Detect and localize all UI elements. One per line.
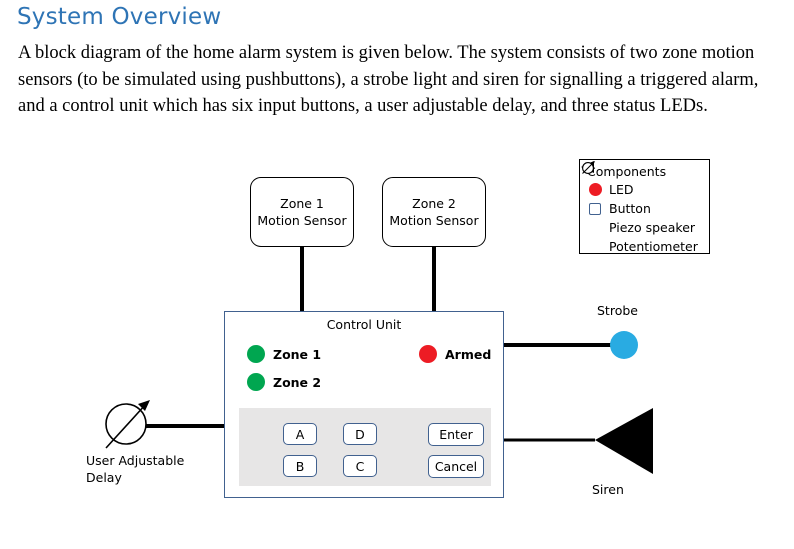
- keypad-button-a[interactable]: A: [283, 423, 317, 445]
- zone-2-sensor-line2: Motion Sensor: [389, 213, 479, 228]
- user-adjustable-delay-label-line1: User Adjustable: [86, 453, 185, 468]
- button-icon: [587, 201, 603, 217]
- legend-item-potentiometer: Potentiometer: [582, 161, 709, 256]
- legend-item-led: LED: [587, 180, 709, 199]
- keypad-button-enter[interactable]: Enter: [428, 423, 484, 446]
- zone-1-sensor-line2: Motion Sensor: [257, 213, 347, 228]
- status-led-armed: Armed: [419, 345, 491, 363]
- keypad-button-b[interactable]: B: [283, 455, 317, 477]
- zone-2-led-icon: [247, 373, 265, 391]
- keypad-panel: A B D C Enter Cancel: [239, 408, 491, 486]
- strobe-label: Strobe: [597, 303, 638, 318]
- legend-item-potentiometer-label: Potentiometer: [609, 239, 698, 254]
- legend-item-piezo-speaker: Piezo speaker: [581, 161, 709, 237]
- user-adjustable-delay-label: User Adjustable Delay: [86, 452, 206, 486]
- legend-item-piezo-speaker-label: Piezo speaker: [609, 220, 696, 235]
- zone-1-motion-sensor-box: Zone 1 Motion Sensor: [250, 177, 354, 247]
- zone-1-sensor-line1: Zone 1: [280, 196, 324, 211]
- page-title: System Overview: [17, 4, 222, 30]
- legend-title: Components: [587, 164, 667, 179]
- control-unit-box: Control Unit Zone 1 Zone 2 Armed A B D C…: [224, 311, 504, 498]
- zone-2-sensor-line1: Zone 2: [412, 196, 456, 211]
- zone-1-led-icon: [247, 345, 265, 363]
- potentiometer-icon: [582, 161, 603, 255]
- status-led-zone-2: Zone 2: [247, 373, 321, 391]
- components-legend: Components LED Button Piezo speaker: [579, 159, 710, 254]
- keypad-button-c[interactable]: C: [343, 455, 377, 477]
- strobe-led-icon: [610, 331, 638, 359]
- zone-2-motion-sensor-box: Zone 2 Motion Sensor: [382, 177, 486, 247]
- legend-item-led-label: LED: [609, 182, 634, 197]
- legend-item-button: Button: [587, 199, 709, 218]
- siren-label: Siren: [592, 482, 624, 497]
- keypad-button-cancel[interactable]: Cancel: [428, 455, 484, 478]
- legend-item-button-label: Button: [609, 201, 651, 216]
- siren-piezo-speaker-icon: [595, 408, 653, 474]
- zone-1-led-label: Zone 1: [273, 346, 322, 362]
- zone-2-led-label: Zone 2: [273, 374, 322, 390]
- overview-paragraph: A block diagram of the home alarm system…: [18, 43, 759, 116]
- potentiometer-icon: [105, 400, 150, 449]
- led-icon: [587, 182, 603, 198]
- armed-led-label: Armed: [445, 346, 492, 362]
- user-adjustable-delay-label-line2: Delay: [86, 470, 122, 485]
- piezo-speaker-icon: [581, 161, 603, 236]
- armed-led-icon: [419, 345, 437, 363]
- keypad-button-d[interactable]: D: [343, 423, 377, 445]
- control-unit-title: Control Unit: [326, 317, 402, 332]
- status-led-zone-1: Zone 1: [247, 345, 321, 363]
